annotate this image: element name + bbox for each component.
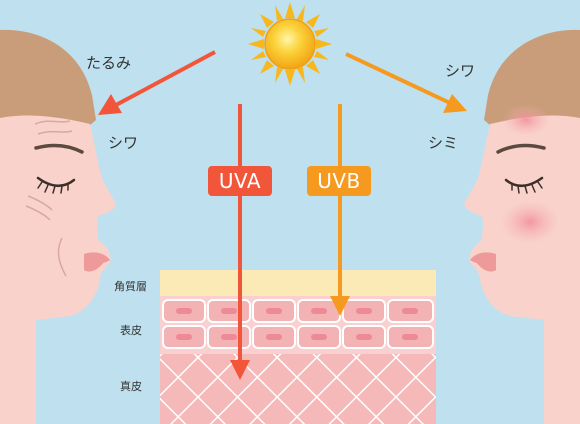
uva-badge: UVA xyxy=(208,166,272,196)
skin-cross-section xyxy=(160,270,436,424)
right-face-skin xyxy=(464,115,580,424)
right-eyelashes xyxy=(511,181,543,194)
label-epidermis: 表皮 xyxy=(120,324,142,337)
uvb-badge: UVB xyxy=(307,166,371,196)
uvb-arrows xyxy=(330,52,467,316)
label-shimi: シミ xyxy=(428,134,459,152)
left-crowsfeet xyxy=(25,195,53,221)
uvb-arrowhead-right xyxy=(443,94,467,113)
left-face-skin xyxy=(0,115,116,424)
right-lips xyxy=(470,252,496,272)
left-eyebrow xyxy=(34,143,84,154)
right-forehead-spot xyxy=(502,104,550,136)
label-stratum-corneum: 角質層 xyxy=(114,280,147,293)
left-lips xyxy=(84,252,110,272)
uvb-arrowhead-down xyxy=(330,296,350,316)
stratum-corneum-layer xyxy=(160,270,436,296)
uva-arrowhead-down xyxy=(230,360,250,380)
right-eye-closed xyxy=(504,176,544,187)
left-forehead-wrinkles xyxy=(34,120,73,135)
right-cheek-spot xyxy=(500,200,560,244)
right-face xyxy=(464,29,580,424)
left-face xyxy=(0,29,116,424)
left-nasolabial xyxy=(57,237,67,277)
sun-icon xyxy=(248,2,332,86)
uva-arrows xyxy=(98,50,250,380)
label-tarumi: たるみ xyxy=(86,54,132,72)
label-shiwa-left: シワ xyxy=(108,134,139,152)
left-eyelashes xyxy=(37,181,69,194)
label-shiwa-right: シワ xyxy=(445,62,476,80)
uva-arrow-to-left-face xyxy=(115,50,216,107)
uvb-arrow-to-right-face xyxy=(345,52,451,105)
left-eye-closed xyxy=(36,176,76,187)
label-dermis: 真皮 xyxy=(120,380,142,393)
epidermis-nuclei xyxy=(176,308,418,340)
uva-arrowhead-left xyxy=(98,94,122,115)
right-eyebrow xyxy=(496,143,546,154)
dermis-layer xyxy=(160,354,436,424)
